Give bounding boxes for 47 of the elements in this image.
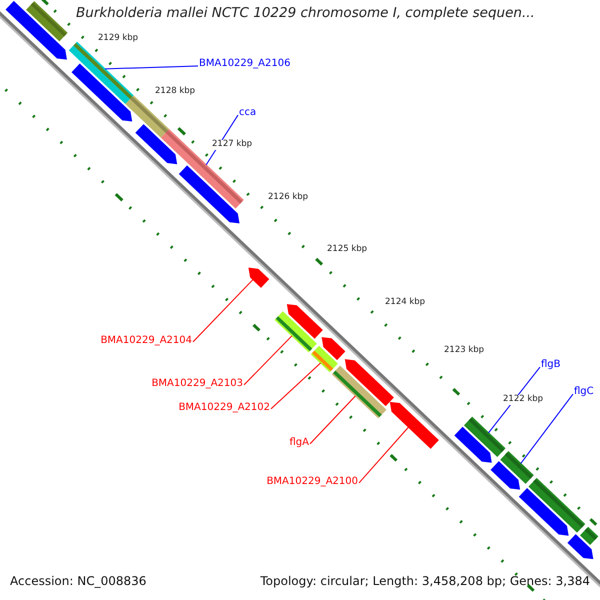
accession-text: Accession: NC_008836 bbox=[10, 575, 146, 589]
gene-feature bbox=[286, 304, 323, 339]
scale-label: 2128 kbp bbox=[155, 87, 196, 97]
leader-line bbox=[104, 66, 198, 70]
gene-feature bbox=[178, 165, 240, 224]
gene-feature bbox=[310, 346, 338, 372]
gene-feature bbox=[528, 478, 586, 533]
gene-feature bbox=[6, 0, 67, 60]
leader-line bbox=[244, 335, 292, 386]
scale-label: 2123 kbp bbox=[444, 346, 484, 356]
scale-label: 2129 kbp bbox=[98, 34, 138, 44]
gene-feature bbox=[390, 402, 439, 449]
scale-label: 2125 kbp bbox=[327, 245, 368, 255]
leader-line bbox=[192, 279, 254, 342]
gene-feature bbox=[454, 426, 492, 463]
gene-label: flgB bbox=[541, 359, 561, 370]
scale-label: 2124 kbp bbox=[385, 298, 426, 308]
gene-feature bbox=[135, 124, 178, 164]
leader-line bbox=[310, 396, 356, 444]
leader-line bbox=[270, 362, 322, 410]
gene-feature bbox=[518, 488, 569, 536]
gene-feature bbox=[344, 359, 394, 406]
scale-label: 2127 kbp bbox=[212, 140, 252, 150]
gene-label: flgC bbox=[574, 386, 594, 398]
gene-label: BMA10229_A2104 bbox=[100, 335, 192, 346]
leader-line bbox=[358, 426, 409, 484]
gene-feature bbox=[248, 268, 270, 288]
gene-feature bbox=[464, 416, 506, 457]
scale-label: 2122 kbp bbox=[503, 395, 544, 405]
gene-label: cca bbox=[239, 107, 256, 118]
gene-label: BMA10229_A2100 bbox=[266, 476, 358, 488]
gene-feature bbox=[490, 461, 520, 490]
diagram-title: Burkholderia mallei NCTC 10229 chromosome I, complete sequen... bbox=[76, 6, 535, 22]
leader-line bbox=[520, 394, 574, 464]
gene-label: BMA10229_A2103 bbox=[152, 378, 243, 390]
gene-label: BMA10229_A2102 bbox=[178, 402, 270, 414]
gene-label: flgA bbox=[290, 437, 309, 448]
gene-feature bbox=[580, 526, 598, 546]
gene-label: BMA10229_A2106 bbox=[199, 58, 290, 70]
gene-feature bbox=[72, 64, 132, 122]
gene-feature bbox=[567, 534, 594, 560]
genome-stats-text: Topology: circular; Length: 3,458,208 bp; Genes: 3,384 bbox=[260, 575, 590, 589]
gene-feature bbox=[322, 337, 346, 360]
gene-feature bbox=[332, 366, 386, 418]
scale-label: 2126 kbp bbox=[268, 193, 308, 203]
gene-feature bbox=[500, 451, 534, 484]
gene-feature bbox=[274, 311, 317, 352]
